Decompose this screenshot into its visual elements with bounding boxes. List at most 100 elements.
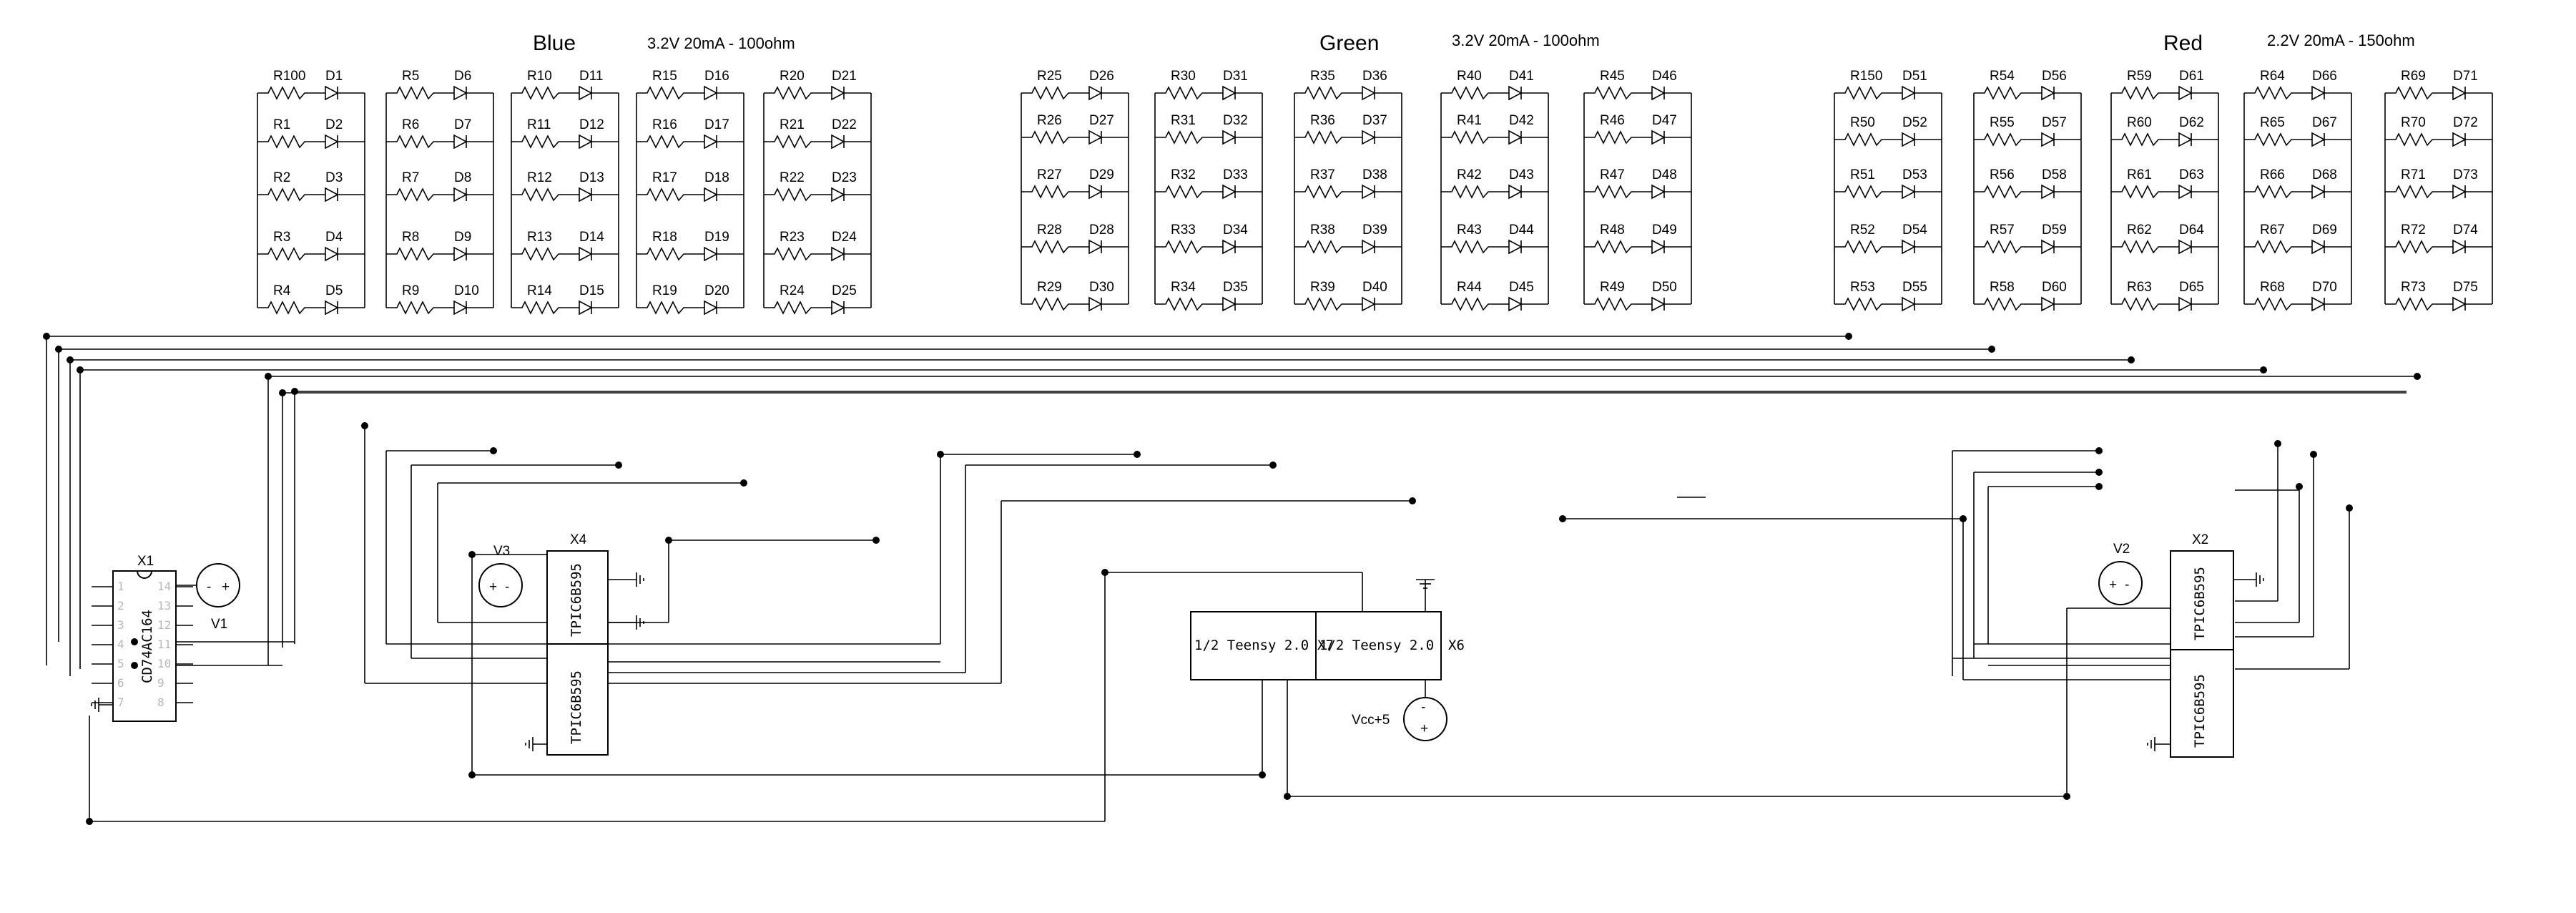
resistor-symbol xyxy=(2244,297,2312,311)
teensy-ref-x6: X6 xyxy=(1448,638,1465,653)
v3-ref: V3 xyxy=(493,544,510,559)
resistor-symbol xyxy=(1974,185,2042,199)
diode-symbol xyxy=(2178,85,2193,101)
resistor-label: R36 xyxy=(1310,113,1335,128)
resistor-label: R30 xyxy=(1171,69,1196,84)
resistor-label: R61 xyxy=(2127,167,2152,182)
source-v1: - + V1 xyxy=(176,563,240,632)
chip-x4-ref: X4 xyxy=(570,532,587,547)
resistor-symbol xyxy=(1021,86,1089,100)
resistor-symbol xyxy=(511,247,579,261)
diode-label: D29 xyxy=(1089,167,1114,182)
chip-x2-name-top: TPIC6B595 xyxy=(2192,567,2208,640)
diode-label: D47 xyxy=(1652,113,1677,128)
diode-symbol xyxy=(1508,239,1523,255)
resistor-symbol xyxy=(1974,86,2042,100)
diode-label: D5 xyxy=(325,283,343,298)
diode-label: D34 xyxy=(1223,223,1248,238)
resistor-label: R50 xyxy=(1850,115,1875,130)
diode-symbol xyxy=(2311,132,2326,147)
resistor-label: R39 xyxy=(1310,280,1335,295)
resistor-symbol xyxy=(2111,132,2179,147)
resistor-label: R14 xyxy=(527,283,552,298)
diode-symbol xyxy=(1222,85,1237,101)
diode-symbol xyxy=(579,246,593,262)
resistor-symbol xyxy=(386,135,454,149)
diode-label: D68 xyxy=(2312,167,2337,182)
resistor-label: R150 xyxy=(1850,69,1882,84)
diode-symbol xyxy=(1651,239,1666,255)
diode-symbol xyxy=(1651,85,1666,101)
v3-plus: + xyxy=(489,580,497,595)
resistor-label: R29 xyxy=(1037,280,1062,295)
resistor-symbol xyxy=(386,86,454,100)
resistor-symbol xyxy=(257,86,325,100)
resistor-label: R70 xyxy=(2401,115,2426,130)
resistor-label: R24 xyxy=(780,283,805,298)
resistor-label: R2 xyxy=(273,170,290,185)
source-v2: + - V2 xyxy=(2098,542,2143,605)
diode-symbol xyxy=(2178,132,2193,147)
vcc-plus: + xyxy=(1420,721,1428,736)
diode-symbol xyxy=(1362,184,1376,200)
diode-symbol xyxy=(2041,85,2055,101)
diode-label: D13 xyxy=(579,170,604,185)
resistor-symbol xyxy=(1155,86,1223,100)
diode-symbol xyxy=(704,300,718,316)
resistor-label: R13 xyxy=(527,230,552,245)
diode-symbol xyxy=(325,246,339,262)
resistor-label: R49 xyxy=(1600,280,1625,295)
resistor-symbol xyxy=(636,135,704,149)
x1-pin-right: 8 xyxy=(157,695,164,709)
resistor-symbol xyxy=(1834,132,1902,147)
vcc-ref: Vcc+5 xyxy=(1352,713,1390,728)
diode-label: D61 xyxy=(2179,69,2204,84)
diode-label: D74 xyxy=(2453,223,2478,238)
diode-symbol xyxy=(2452,239,2467,255)
diode-label: D51 xyxy=(1902,69,1927,84)
resistor-symbol xyxy=(1294,240,1362,254)
resistor-symbol xyxy=(636,86,704,100)
resistor-symbol xyxy=(1021,130,1089,145)
diode-label: D24 xyxy=(832,230,857,245)
diode-symbol xyxy=(1222,130,1237,145)
resistor-symbol xyxy=(1155,130,1223,145)
resistor-symbol xyxy=(636,301,704,315)
resistor-symbol xyxy=(1974,240,2042,254)
diode-symbol xyxy=(453,187,468,202)
chip-x2-name-bottom: TPIC6B595 xyxy=(2192,674,2208,748)
x1-pin-left: 4 xyxy=(117,638,124,651)
diode-label: D1 xyxy=(325,69,343,84)
resistor-symbol xyxy=(1441,185,1509,199)
diode-symbol xyxy=(1902,239,1916,255)
chip-x1-name: CD74AC164 xyxy=(139,610,155,683)
resistor-label: R67 xyxy=(2260,223,2285,238)
resistor-label: R38 xyxy=(1310,223,1335,238)
resistor-symbol xyxy=(1584,297,1652,311)
x1-pin-right: 11 xyxy=(157,638,171,651)
resistor-symbol xyxy=(1294,185,1362,199)
resistor-symbol xyxy=(1021,240,1089,254)
diode-label: D3 xyxy=(325,170,343,185)
resistor-label: R31 xyxy=(1171,113,1196,128)
resistor-label: R8 xyxy=(402,230,419,245)
resistor-symbol xyxy=(257,247,325,261)
resistor-symbol xyxy=(511,86,579,100)
resistor-label: R26 xyxy=(1037,113,1062,128)
resistor-label: R73 xyxy=(2401,280,2426,295)
resistor-symbol xyxy=(1834,86,1902,100)
diode-label: D43 xyxy=(1509,167,1534,182)
diode-label: D53 xyxy=(1902,167,1927,182)
diode-symbol xyxy=(325,300,339,316)
diode-symbol xyxy=(1651,296,1666,312)
x1-pin-right: 9 xyxy=(157,676,164,690)
resistor-symbol xyxy=(636,247,704,261)
diode-symbol xyxy=(831,246,845,262)
resistor-symbol xyxy=(1584,86,1652,100)
resistor-symbol xyxy=(2244,86,2312,100)
